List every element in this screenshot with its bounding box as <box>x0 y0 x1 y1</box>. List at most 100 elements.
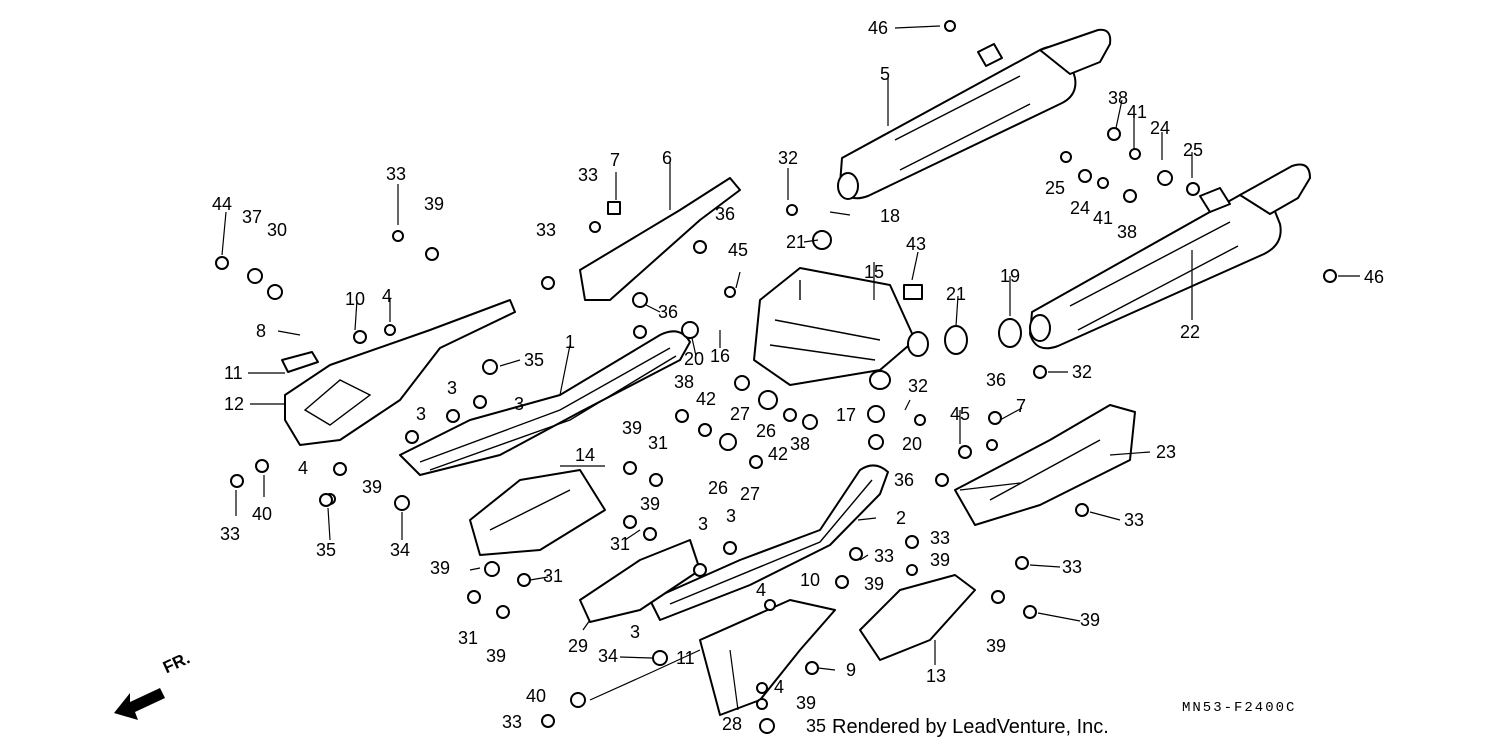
callout: 33 <box>536 220 556 240</box>
heat-shield-lower-center <box>699 599 836 716</box>
callout: 39 <box>430 558 450 578</box>
callout: 38 <box>790 434 810 454</box>
callout: 39 <box>1080 610 1100 630</box>
callout: 27 <box>730 404 750 424</box>
callout: 2 <box>896 508 906 528</box>
callout: 4 <box>774 677 784 697</box>
callout: 18 <box>880 206 900 226</box>
callout: 45 <box>950 404 970 424</box>
callout: 1 <box>565 332 575 352</box>
callout: 34 <box>598 646 618 666</box>
callout: 33 <box>1062 557 1082 577</box>
heat-shield-lower-right <box>859 574 976 661</box>
callout: 3 <box>726 506 736 526</box>
callout: 29 <box>568 636 588 656</box>
callout: 24 <box>1070 198 1090 218</box>
heat-shield-left-upper <box>281 299 516 446</box>
front-direction-arrow <box>114 688 165 720</box>
callout: 13 <box>926 666 946 686</box>
callout: 39 <box>622 418 642 438</box>
callout: 3 <box>630 622 640 642</box>
render-credit: Rendered by LeadVenture, Inc. <box>832 716 1109 738</box>
callout: 33 <box>874 546 894 566</box>
callout: 40 <box>252 504 272 524</box>
leader-lines <box>221 25 1360 711</box>
callout: 33 <box>502 712 522 732</box>
callout: 33 <box>930 528 950 548</box>
callout: 36 <box>715 204 735 224</box>
callout: 28 <box>722 714 742 734</box>
callout: 39 <box>930 550 950 570</box>
lower-muffler <box>1029 163 1311 350</box>
callout: 35 <box>524 350 544 370</box>
callout: 39 <box>986 636 1006 656</box>
callout: 23 <box>1156 442 1176 462</box>
callout: 42 <box>768 444 788 464</box>
callout: 43 <box>906 234 926 254</box>
callout: 10 <box>800 570 820 590</box>
upper-bracket-plate <box>579 177 741 301</box>
callout: 19 <box>1000 266 1020 286</box>
callout: 39 <box>486 646 506 666</box>
callout: 39 <box>796 693 816 713</box>
callout: 3 <box>447 378 457 398</box>
callout: 32 <box>1072 362 1092 382</box>
callout: 38 <box>1117 222 1137 242</box>
callout: 39 <box>362 477 382 497</box>
callout: 3 <box>514 394 524 414</box>
callout: 32 <box>908 376 928 396</box>
callout: 4 <box>382 286 392 306</box>
callout: 31 <box>543 566 563 586</box>
callout: 31 <box>648 433 668 453</box>
callout: 39 <box>424 194 444 214</box>
callout: 45 <box>728 240 748 260</box>
callout: 25 <box>1045 178 1065 198</box>
exhaust-chamber <box>753 267 929 390</box>
callout: 46 <box>1364 267 1384 287</box>
callout: 42 <box>696 389 716 409</box>
callout: 36 <box>986 370 1006 390</box>
callout: 39 <box>864 574 884 594</box>
callout: 33 <box>386 164 406 184</box>
heat-shield-middle <box>469 469 606 556</box>
callout: 22 <box>1180 322 1200 342</box>
heat-shield-right <box>954 404 1136 526</box>
callout: 31 <box>458 628 478 648</box>
callout: 44 <box>212 194 232 214</box>
callout: 34 <box>390 540 410 560</box>
callout: 20 <box>684 349 704 369</box>
callout: 36 <box>658 302 678 322</box>
upper-muffler <box>837 28 1112 200</box>
callout: 38 <box>674 372 694 392</box>
callout: 8 <box>256 321 266 341</box>
callout: 3 <box>698 514 708 534</box>
exhaust-pipe-lower <box>649 464 889 621</box>
callout: 4 <box>298 458 308 478</box>
callout: 37 <box>242 207 262 227</box>
callout: 5 <box>880 64 890 84</box>
exhaust-pipe-upper <box>399 330 691 476</box>
callout: 20 <box>902 434 922 454</box>
callout: 12 <box>224 394 244 414</box>
callout: 41 <box>1093 208 1113 228</box>
callout: 33 <box>220 524 240 544</box>
callout: 27 <box>740 484 760 504</box>
callout: 33 <box>1124 510 1144 530</box>
callout: 7 <box>610 150 620 170</box>
callout: 40 <box>526 686 546 706</box>
callout: 39 <box>640 494 660 514</box>
callout: 30 <box>267 220 287 240</box>
callout: 6 <box>662 148 672 168</box>
callout: 46 <box>868 18 888 38</box>
callout: 24 <box>1150 118 1170 138</box>
callout: 26 <box>708 478 728 498</box>
callout: 3 <box>416 404 426 424</box>
callout: 7 <box>1016 396 1026 416</box>
callout: 15 <box>864 262 884 282</box>
callout: 33 <box>578 165 598 185</box>
callout: 17 <box>836 405 856 425</box>
drawing-code: MN53-F2400C <box>1182 700 1297 716</box>
callout-labels: 46 5 38 41 24 25 25 24 41 38 7 6 33 32 1… <box>212 18 1384 736</box>
callout: 31 <box>610 534 630 554</box>
